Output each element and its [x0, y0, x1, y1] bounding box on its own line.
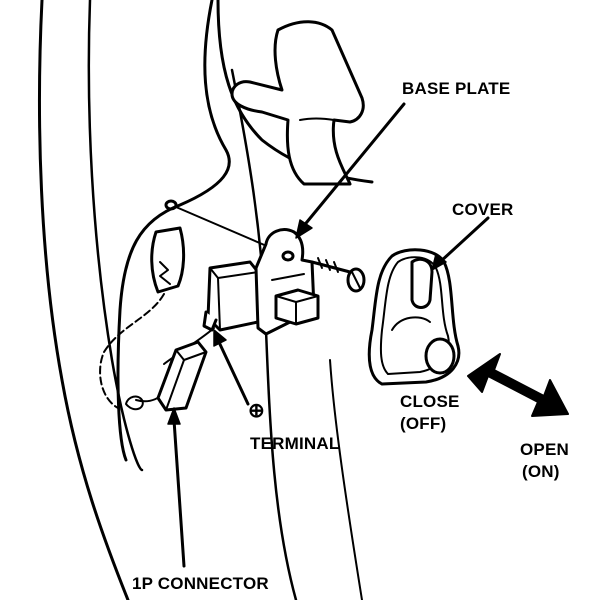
mounting-hole	[164, 199, 277, 251]
cover-label: COVER	[452, 200, 514, 219]
cover-part	[367, 248, 461, 386]
door-striker	[230, 20, 365, 186]
close-label: CLOSE	[400, 392, 460, 411]
terminal-symbol: ⊕	[248, 400, 265, 422]
off-label: (OFF)	[400, 414, 447, 433]
on-label: (ON)	[522, 462, 560, 481]
base-plate-label: BASE PLATE	[402, 79, 511, 98]
open-label: OPEN	[520, 440, 569, 459]
leader-lines	[167, 102, 490, 568]
1p-connector-part	[156, 340, 208, 412]
terminal-label: TERMINAL	[250, 434, 340, 453]
connector-label: 1P CONNECTOR	[132, 574, 269, 593]
screw	[310, 257, 366, 293]
open-close-arrow	[467, 353, 569, 417]
door-switch-assembly	[202, 228, 320, 336]
pillar-opening	[150, 226, 186, 294]
